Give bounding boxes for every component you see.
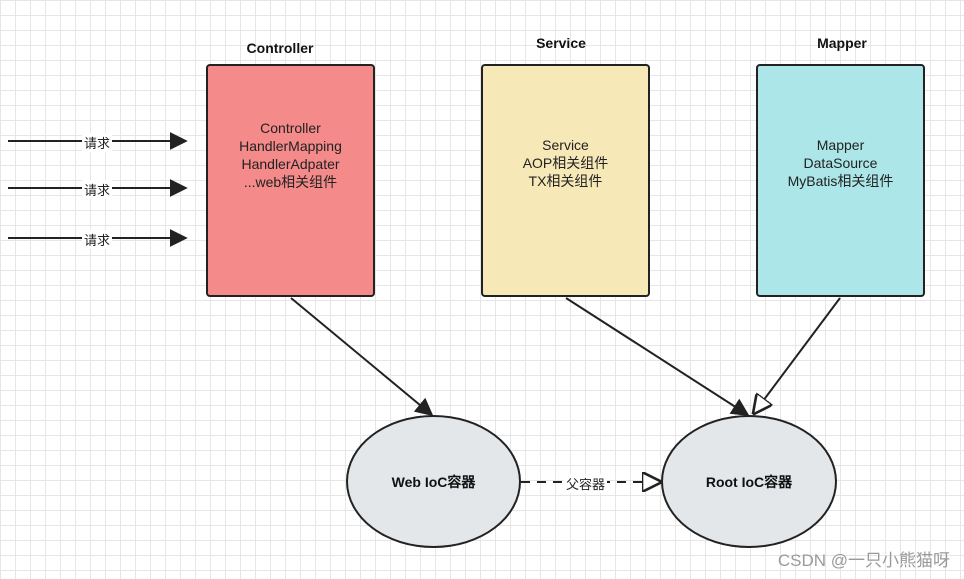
controller-box: Controller HandlerMapping HandlerAdpater… — [206, 64, 375, 297]
controller-line-4: ...web相关组件 — [243, 173, 338, 190]
service-box: Service AOP相关组件 TX相关组件 — [481, 64, 650, 297]
mapper-column-title: Mapper — [817, 35, 867, 51]
web-ioc-container: Web IoC容器 — [346, 415, 521, 548]
service-column-title: Service — [536, 35, 586, 51]
request-label-3: 请求 — [82, 230, 113, 249]
root-ioc-label: Root IoC容器 — [705, 473, 793, 490]
service-to-root-arrow — [565, 297, 750, 416]
controller-line-3: HandlerAdpater — [241, 155, 340, 172]
controller-to-web-arrow — [290, 297, 434, 417]
request-label-1: 请求 — [82, 133, 113, 152]
mapper-line-1: Mapper — [816, 136, 865, 153]
controller-line-2: HandlerMapping — [239, 137, 342, 154]
web-ioc-label: Web IoC容器 — [391, 473, 476, 490]
mapper-to-root-arrow — [754, 297, 841, 413]
service-line-2: AOP相关组件 — [522, 154, 609, 171]
mapper-box: Mapper DataSource MyBatis相关组件 — [756, 64, 925, 297]
controller-line-1: Controller — [260, 119, 321, 136]
controller-column-title: Controller — [246, 40, 314, 56]
parent-container-label: 父容器 — [564, 474, 608, 493]
service-line-1: Service — [542, 136, 589, 153]
request-label-2: 请求 — [82, 180, 113, 199]
root-ioc-container: Root IoC容器 — [661, 415, 837, 548]
csdn-watermark: CSDN @一只小熊猫呀 — [777, 551, 950, 570]
mapper-line-3: MyBatis相关组件 — [787, 172, 894, 189]
mapper-line-2: DataSource — [803, 154, 878, 171]
service-line-3: TX相关组件 — [528, 172, 603, 189]
